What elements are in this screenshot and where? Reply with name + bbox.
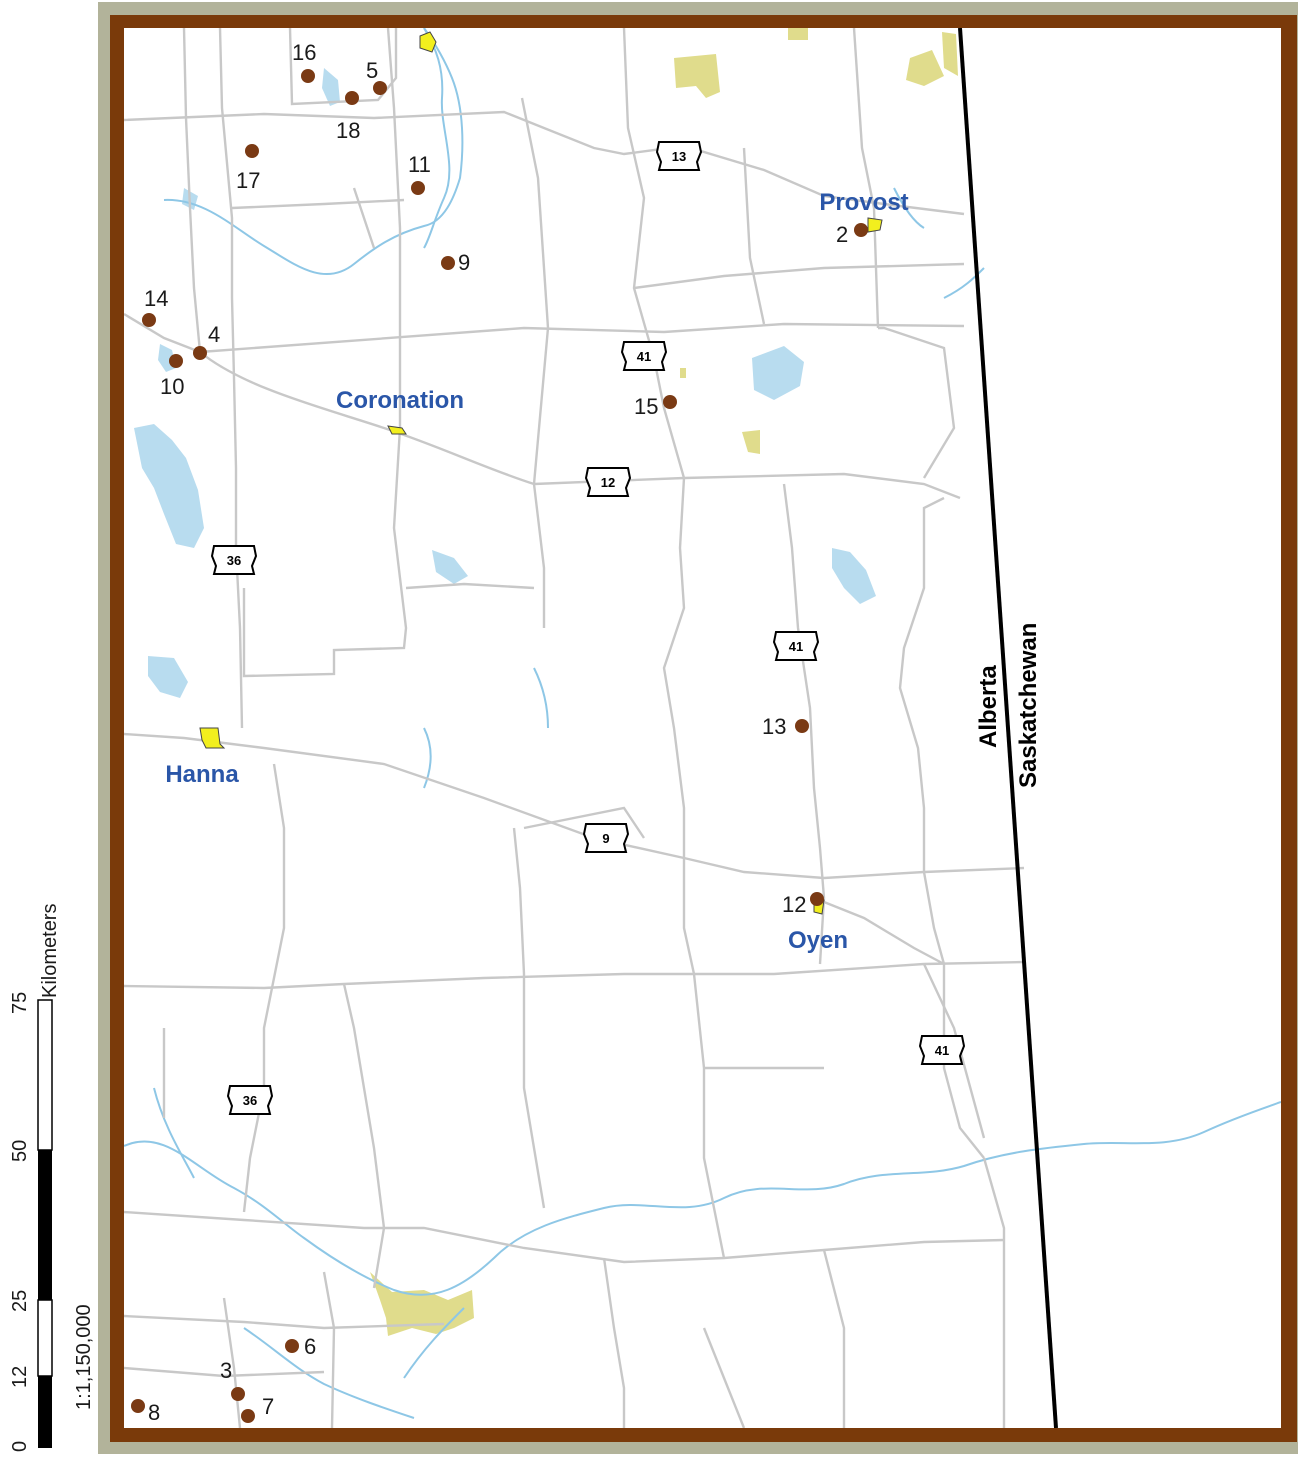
highway-shields: 13 41 12 36 41 9 41 36 <box>210 141 966 1115</box>
province-label-saskatchewan: Saskatchewan <box>1015 623 1042 788</box>
site-label-13: 13 <box>762 714 786 739</box>
highway-label: 36 <box>227 553 241 568</box>
scale-segment-25-50 <box>38 1150 52 1300</box>
site-label-3: 3 <box>220 1358 232 1383</box>
lakes <box>134 68 876 698</box>
site-label-14: 14 <box>144 286 168 311</box>
highway-label: 41 <box>637 349 651 364</box>
site-label-6: 6 <box>304 1334 316 1359</box>
town-label-provost: Provost <box>819 189 908 216</box>
site-13-marker[interactable] <box>795 719 809 733</box>
reserve-areas <box>370 28 958 1336</box>
site-9-marker[interactable] <box>441 256 455 270</box>
site-label-11: 11 <box>408 152 431 177</box>
scale-unit: Kilometers <box>39 904 61 998</box>
site-label-12: 12 <box>782 892 806 917</box>
site-label-2: 2 <box>836 222 848 247</box>
site-label-10: 10 <box>160 374 184 399</box>
town-label-hanna: Hanna <box>165 761 239 788</box>
site-16-marker[interactable] <box>301 69 315 83</box>
rivers <box>124 28 1281 1419</box>
site-10-marker[interactable] <box>169 354 183 368</box>
site-6-marker[interactable] <box>285 1339 299 1353</box>
highway-13-shield: 13 <box>655 141 703 171</box>
scale-segment-50-75 <box>37 999 53 1151</box>
town-polygons <box>199 31 883 915</box>
highway-label: 9 <box>602 831 609 846</box>
scale-tick-0: 0 <box>9 1441 31 1452</box>
town-label-coronation: Coronation <box>336 387 464 414</box>
site-14-marker[interactable] <box>142 313 156 327</box>
town-label-oyen: Oyen <box>788 927 848 954</box>
site-label-16: 16 <box>292 40 316 65</box>
site-label-18: 18 <box>336 118 360 143</box>
site-8-marker[interactable] <box>131 1399 145 1413</box>
highway-label: 13 <box>672 149 686 164</box>
map-canvas[interactable]: 13 41 12 36 41 9 41 36 <box>124 28 1281 1428</box>
saskatchewan-region <box>960 28 1281 1428</box>
province-label-alberta: Alberta <box>975 665 1002 748</box>
site-labels: 16 5 18 17 11 9 14 4 10 15 2 13 12 6 3 7… <box>144 40 848 1425</box>
site-3-marker[interactable] <box>231 1387 245 1401</box>
site-4-marker[interactable] <box>193 346 207 360</box>
map-svg: 13 41 12 36 41 9 41 36 <box>124 28 1281 1428</box>
scale-tick-12: 12 <box>9 1366 31 1388</box>
site-label-5: 5 <box>366 58 378 83</box>
roads <box>124 28 1025 1428</box>
site-5-marker[interactable] <box>373 81 387 95</box>
town-labels: Provost Coronation Hanna Oyen <box>165 189 908 954</box>
site-label-8: 8 <box>148 1400 160 1425</box>
highway-36-shield: 36 <box>226 1085 274 1115</box>
site-label-9: 9 <box>458 250 470 275</box>
scale-bar-svg: 0 12 25 50 75 Kilometers 1:1,150,000 <box>9 904 95 1452</box>
highway-12-shield: 12 <box>584 467 632 497</box>
alberta-saskatchewan-border <box>958 28 1058 1428</box>
site-18-marker[interactable] <box>345 91 359 105</box>
highway-41-shield: 41 <box>620 341 668 371</box>
highway-41-shield: 41 <box>918 1035 966 1065</box>
scale-segment-0-12 <box>38 1376 52 1448</box>
highway-9-shield: 9 <box>582 823 630 853</box>
site-markers <box>131 69 868 1423</box>
site-label-17: 17 <box>236 168 260 193</box>
site-7-marker[interactable] <box>241 1409 255 1423</box>
site-label-7: 7 <box>262 1394 274 1419</box>
site-17-marker[interactable] <box>245 144 259 158</box>
highway-label: 12 <box>601 475 615 490</box>
scale-bar: 0 12 25 50 75 Kilometers 1:1,150,000 <box>0 880 98 1454</box>
scale-ratio: 1:1,150,000 <box>73 1304 95 1410</box>
scale-tick-25: 25 <box>9 1290 31 1312</box>
highway-label: 41 <box>935 1043 949 1058</box>
scale-tick-50: 50 <box>9 1140 31 1162</box>
site-11-marker[interactable] <box>411 181 425 195</box>
site-12-marker[interactable] <box>810 892 824 906</box>
highway-36-shield: 36 <box>210 545 258 575</box>
site-2-marker[interactable] <box>854 223 868 237</box>
site-15-marker[interactable] <box>663 395 677 409</box>
site-label-15: 15 <box>634 394 658 419</box>
highway-label: 36 <box>243 1093 257 1108</box>
scale-ticks: 0 12 25 50 75 <box>9 992 31 1452</box>
highway-41-shield: 41 <box>772 631 820 661</box>
scale-tick-75: 75 <box>9 992 31 1014</box>
highway-label: 41 <box>789 639 803 654</box>
scale-segment-12-25 <box>37 1299 53 1377</box>
site-label-4: 4 <box>208 322 220 347</box>
